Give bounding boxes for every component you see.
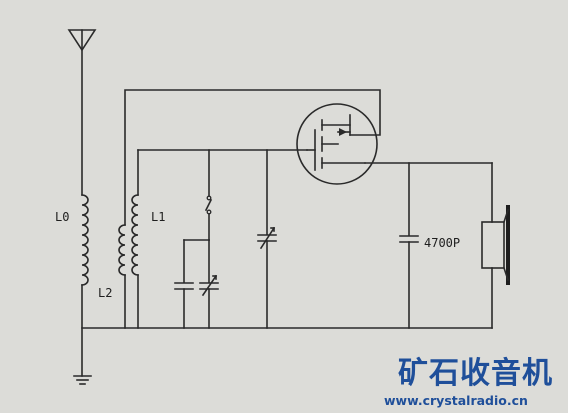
fet-transistor — [296, 103, 378, 185]
speaker-symbol — [481, 162, 510, 329]
inductor-l0 — [81, 194, 89, 377]
label-4700p: 4700P — [424, 236, 460, 250]
ground-symbol — [73, 375, 92, 385]
switch-branch — [174, 149, 219, 329]
variable-capacitor — [257, 149, 277, 329]
inductor-l1 — [131, 149, 139, 329]
watermark-url: www.crystalradio.cn — [384, 393, 528, 408]
label-l1: L1 — [151, 210, 165, 224]
label-l0: L0 — [55, 210, 69, 224]
watermark-chinese: 矿石收音机 — [398, 356, 553, 391]
label-l2: L2 — [98, 286, 112, 300]
feedback-wire — [124, 89, 381, 226]
capacitor-4700p — [399, 162, 419, 329]
antenna-symbol — [67, 29, 97, 196]
inductor-l2 — [118, 224, 126, 329]
